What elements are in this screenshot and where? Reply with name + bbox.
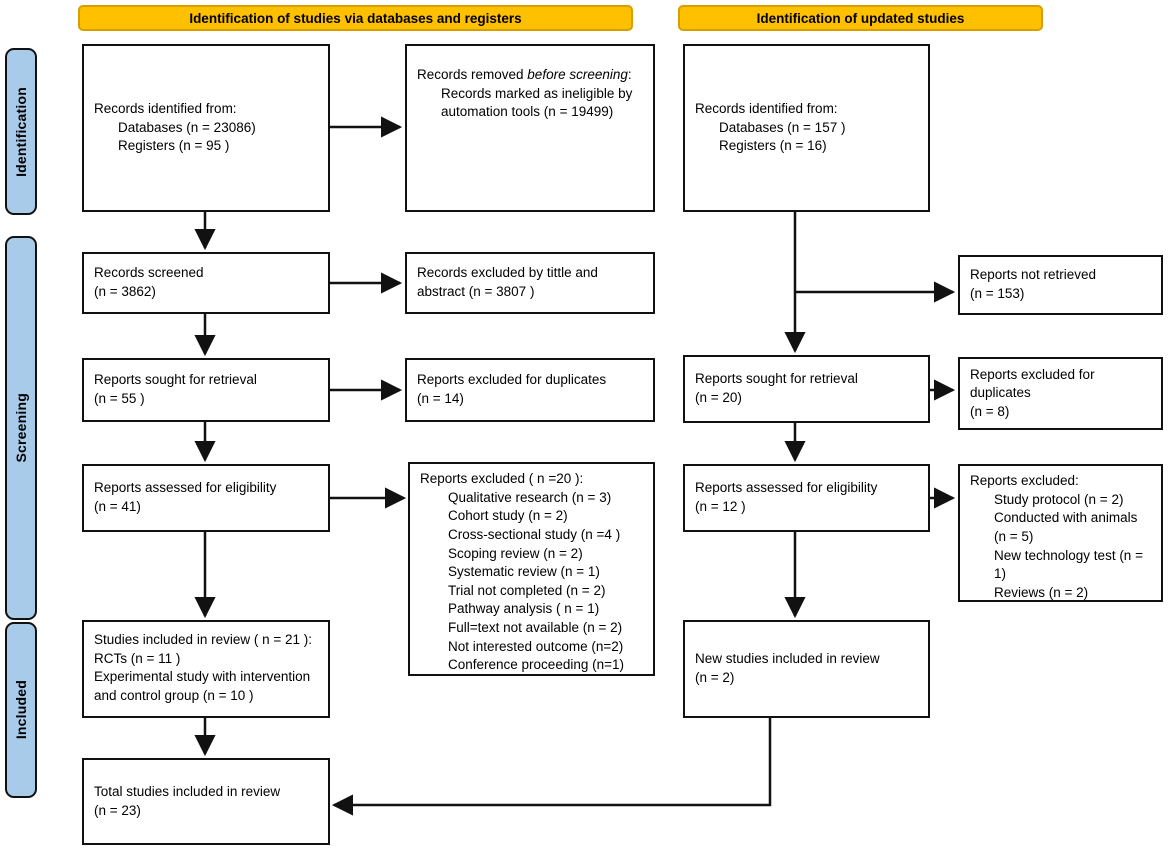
box-line: Reports assessed for eligibility: [695, 480, 878, 496]
box-line: New studies included in review: [695, 651, 880, 667]
box-line: Records removed before screening:: [417, 67, 632, 82]
box-line: Reports sought for retrieval: [94, 372, 257, 388]
box-line: Databases (n = 157 ): [719, 119, 846, 135]
records-removed-box: Records removed before screening: Record…: [405, 44, 655, 212]
box-line: Reports not retrieved: [970, 267, 1097, 283]
phase-identification: Identification: [5, 48, 37, 215]
phase-screening: Screening: [5, 236, 37, 620]
box-line: Systematic review (n = 1): [448, 564, 600, 580]
updated-excluded-reasons-box: Reports excluded: Study protocol (n = 2)…: [958, 464, 1163, 602]
arrow-new-included-to-total: [331, 718, 772, 816]
box-line: (n = 23): [94, 802, 141, 818]
box-line: Reports assessed for eligibility: [94, 480, 277, 496]
box-line: (n = 8): [970, 403, 1010, 419]
banner-updated-studies: Identification of updated studies: [678, 5, 1043, 31]
records-identified-box: Records identified from: Databases (n = …: [82, 44, 330, 212]
box-line: Records screened: [94, 265, 204, 281]
box-line: (n = 55 ): [94, 391, 145, 406]
box-line: Registers (n = 95 ): [118, 138, 230, 154]
updated-records-identified-box: Records identified from: Databases (n = …: [683, 44, 930, 212]
box-line: Conducted with animals (n = 5): [994, 510, 1138, 544]
box-line: Study protocol (n = 2): [994, 491, 1124, 507]
box-line: Records marked as ineligible by automati…: [441, 85, 633, 120]
box-line: Experimental study with intervention and…: [94, 669, 311, 703]
box-line: (n = 41): [94, 499, 141, 514]
box-line: Records identified from:: [94, 101, 237, 117]
box-line: Studies included in review ( n = 21 ):: [94, 632, 312, 647]
box-line: Reviews (n = 2): [994, 584, 1089, 600]
box-line: (n = 153): [970, 286, 1025, 301]
box-line: Not interested outcome (n=2): [448, 638, 624, 654]
total-studies-box: Total studies included in review (n = 23…: [82, 758, 330, 845]
box-line: RCTs (n = 11 ): [94, 650, 181, 666]
phase-identification-label: Identification: [13, 86, 29, 177]
banner-databases-registers: Identification of studies via databases …: [78, 5, 633, 31]
reports-not-retrieved-box: Reports not retrieved (n = 153): [958, 255, 1163, 315]
box-line: (n = 3862): [94, 284, 156, 299]
box-line: Records excluded by tittle and abstract …: [417, 265, 598, 299]
phase-included: Included: [5, 622, 37, 798]
box-line: Reports excluded:: [970, 473, 1079, 488]
box-line: Trial not completed (n = 2): [448, 582, 606, 598]
reports-assessed-box: Reports assessed for eligibility (n = 41…: [82, 464, 330, 532]
box-line: Conference proceeding (n=1): [448, 657, 624, 673]
box-line: Registers (n = 16): [719, 138, 827, 154]
box-line: Cohort study (n = 2): [448, 508, 568, 524]
records-excluded-title-abstract-box: Records excluded by tittle and abstract …: [405, 252, 655, 314]
box-line: (n = 2): [695, 670, 735, 685]
updated-reports-assessed-box: Reports assessed for eligibility (n = 12…: [683, 464, 930, 532]
box-line: Databases (n = 23086): [118, 119, 256, 135]
box-line: Total studies included in review: [94, 783, 281, 799]
records-screened-box: Records screened (n = 3862): [82, 252, 330, 314]
reports-excluded-duplicates-box: Reports excluded for duplicates (n = 14): [405, 358, 655, 422]
new-studies-included-box: New studies included in review (n = 2): [683, 620, 930, 718]
reports-excluded-reasons-box: Reports excluded ( n =20 ): Qualitative …: [408, 462, 655, 676]
updated-excluded-duplicates-box: Reports excluded for duplicates (n = 8): [958, 357, 1163, 430]
box-line: Cross-sectional study (n =4 ): [448, 526, 621, 542]
box-line: Reports excluded for duplicates: [417, 372, 607, 388]
box-line: Scoping review (n = 2): [448, 545, 583, 561]
reports-sought-box: Reports sought for retrieval (n = 55 ): [82, 358, 330, 422]
studies-included-box: Studies included in review ( n = 21 ): R…: [82, 620, 330, 718]
box-line: (n = 20): [695, 390, 742, 405]
box-line: Reports sought for retrieval: [695, 371, 858, 387]
phase-included-label: Included: [13, 680, 29, 740]
box-line: Reports excluded for duplicates: [970, 366, 1095, 401]
box-line: Pathway analysis ( n = 1): [448, 601, 600, 617]
box-line: New technology test (n = 1): [994, 547, 1143, 582]
box-line: Qualitative research (n = 3): [448, 489, 612, 505]
box-line: Records identified from:: [695, 101, 838, 117]
box-line: (n = 14): [417, 391, 464, 406]
box-line: (n = 12 ): [695, 499, 746, 514]
phase-screening-label: Screening: [13, 393, 29, 463]
box-line: Reports excluded ( n =20 ):: [420, 471, 584, 486]
updated-reports-sought-box: Reports sought for retrieval (n = 20): [683, 355, 930, 423]
box-line: Full=text not available (n = 2): [448, 620, 623, 635]
